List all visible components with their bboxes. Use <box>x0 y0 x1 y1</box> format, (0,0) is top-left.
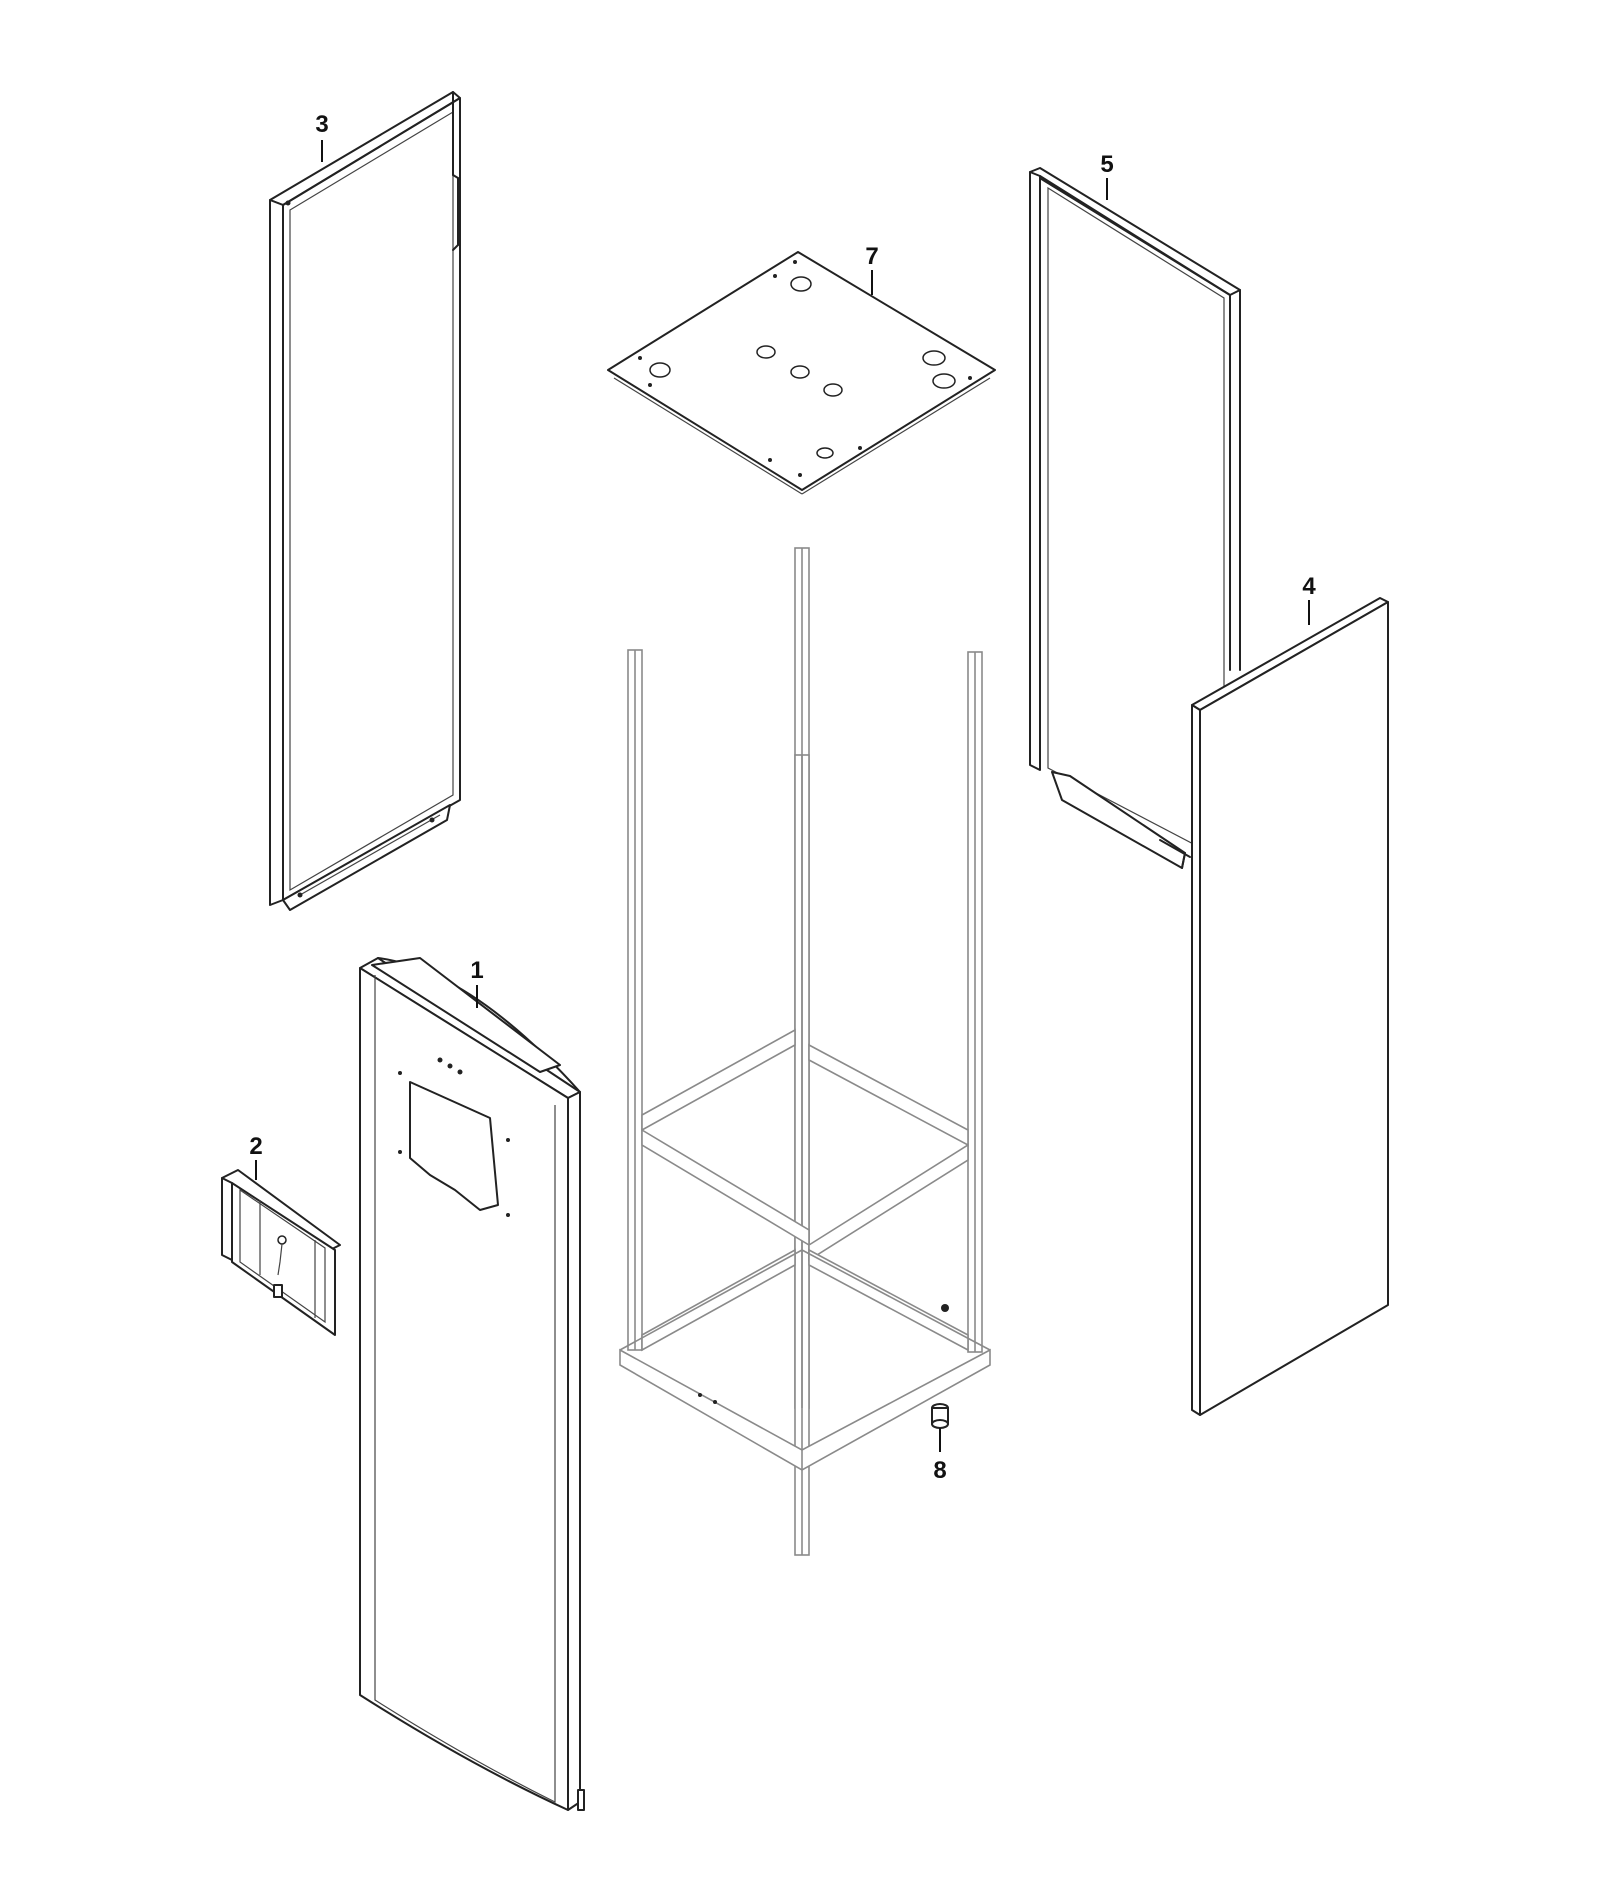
plate-hole <box>823 383 843 397</box>
plate-hole <box>816 447 834 459</box>
part-3-side-panel <box>269 91 461 911</box>
plate-hole <box>756 345 776 359</box>
part-4-side-panel <box>1191 597 1389 1416</box>
cabinet-frame <box>619 547 991 1556</box>
display-cutout <box>409 1081 499 1211</box>
callout-7: 7 <box>865 243 878 270</box>
plate-hole <box>790 365 810 379</box>
callout-8: 8 <box>933 1457 946 1484</box>
part-5-side-panel <box>1029 167 1241 869</box>
part-8-leveling-foot <box>931 1403 949 1429</box>
part-2-dispenser-panel <box>221 1169 341 1336</box>
plate-hole <box>932 373 956 389</box>
plate-hole <box>922 350 946 366</box>
part-1-door-panel <box>359 957 585 1811</box>
callout-3: 3 <box>315 111 328 138</box>
plate-hole <box>649 362 671 378</box>
plate-hole <box>790 276 812 292</box>
callout-2: 2 <box>249 1133 262 1160</box>
callout-5: 5 <box>1100 151 1113 178</box>
callout-1: 1 <box>470 957 483 984</box>
part-7-top-plate <box>607 251 996 495</box>
callout-4: 4 <box>1302 573 1316 600</box>
